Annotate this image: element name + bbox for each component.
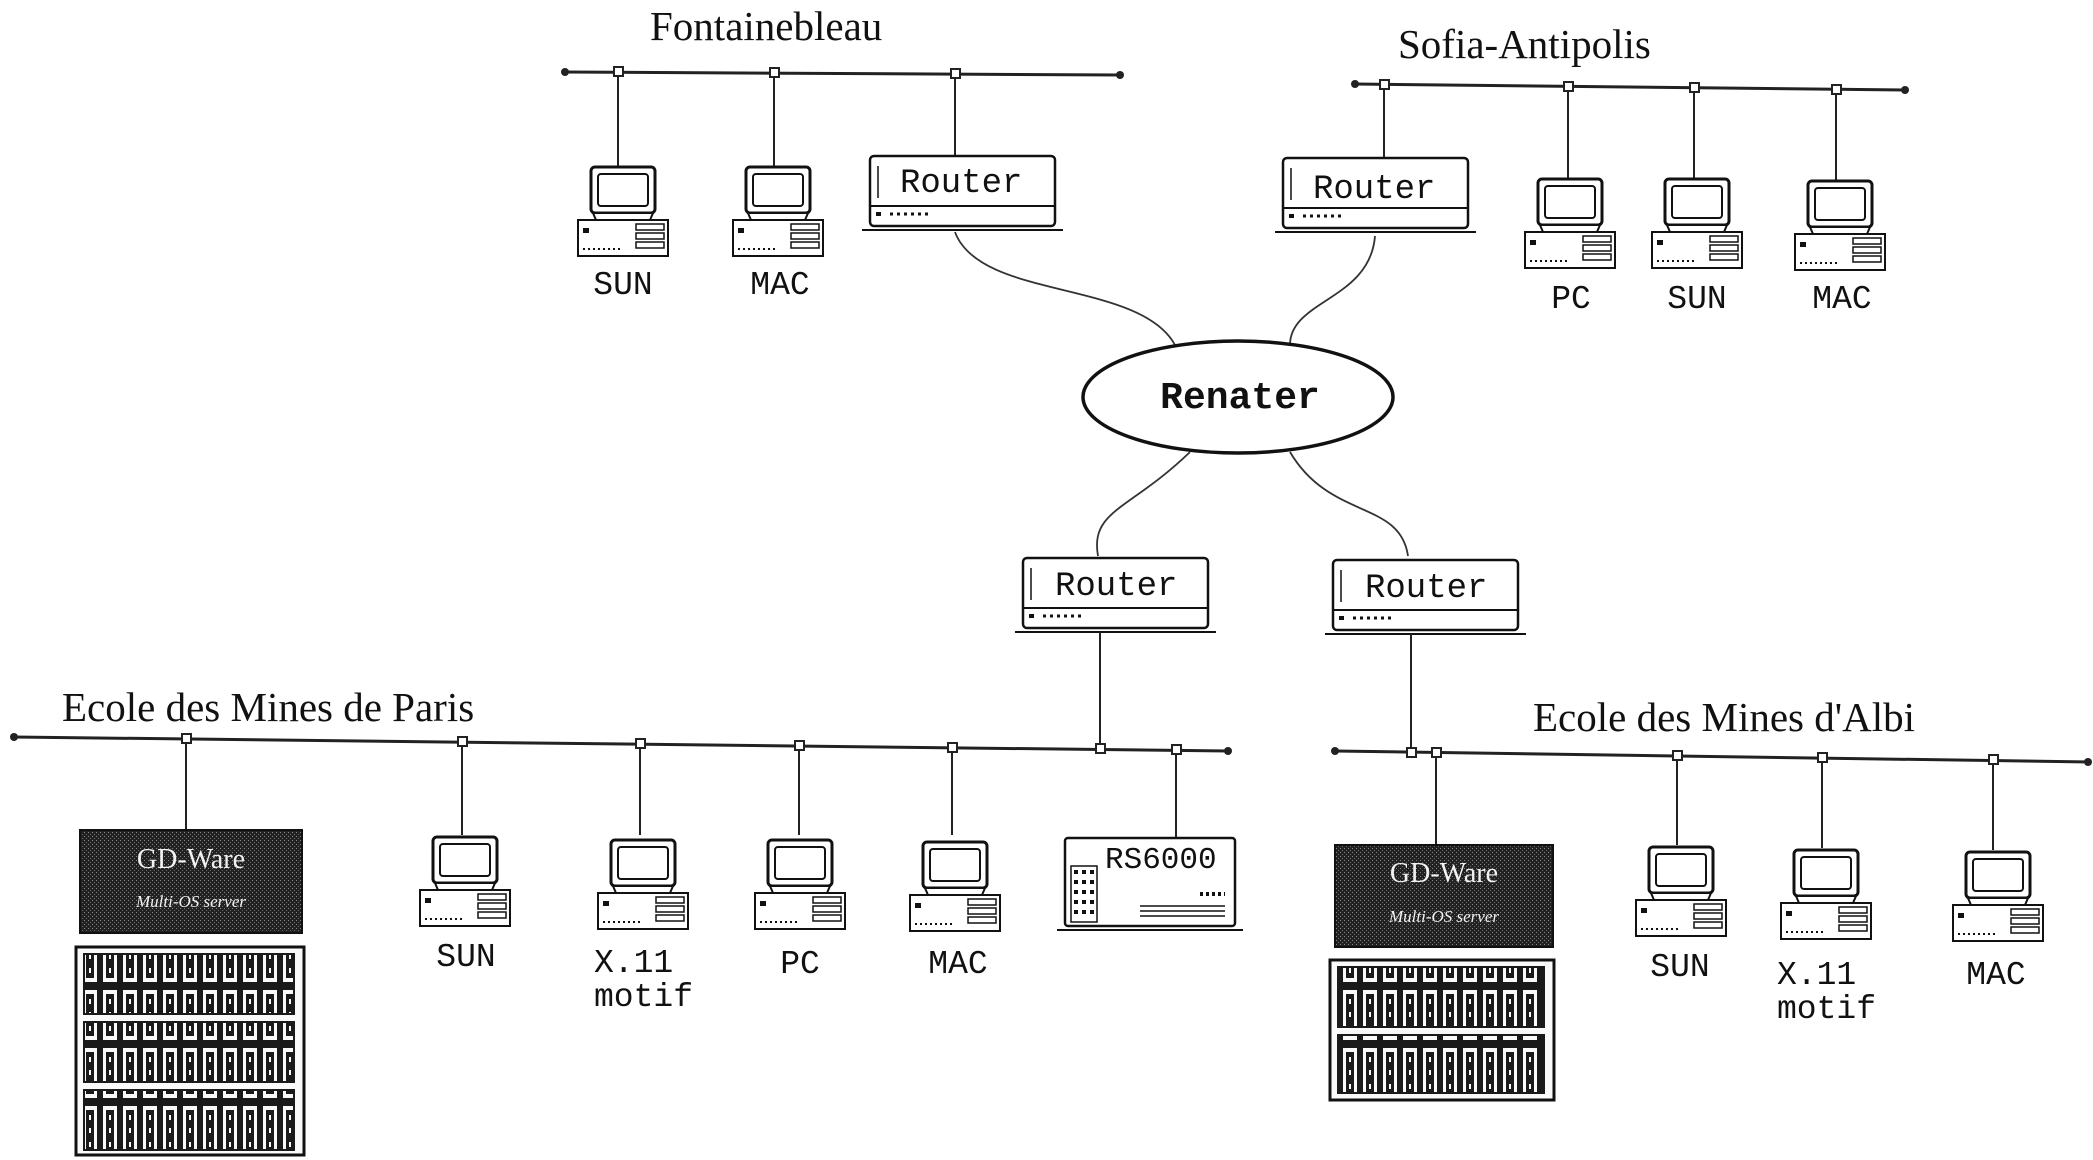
workstation-label: X.11 [1777,957,1856,994]
rs6000-label: RS6000 [1105,843,1217,878]
network-name: Renater [1160,377,1320,420]
computer-icon [418,835,512,928]
gd-ware-server-albi: GD-Ware Multi-OS server [1328,844,1556,1102]
workstation-label: X.11 [594,945,673,982]
computer-icon [1793,179,1887,272]
router-fontainebleau: Router [860,154,1065,232]
router-paris: Router [1013,556,1218,634]
gd-ware-server-paris: GD-Ware Multi-OS server [74,829,306,1157]
lan-bus-paris [13,735,1229,753]
server-description: Multi-OS server [1388,907,1499,926]
server-description: Multi-OS server [135,892,246,911]
workstation-label: SUN [1650,949,1709,986]
workstation-label: MAC [1812,281,1871,318]
computer-icon [1523,177,1617,270]
site-name-albi: Ecole des Mines d'Albi [1533,694,1915,740]
router-label: Router [1365,570,1487,608]
renater-network-cloud [1081,339,1395,455]
workstation-label: motif [1777,991,1876,1028]
computer-icon [1634,845,1728,938]
router-label: Router [900,165,1022,203]
rs6000-server: RS6000 [1057,836,1243,931]
site-name-paris: Ecole des Mines de Paris [62,684,474,730]
site-name-sofia-antipolis: Sofia-Antipolis [1398,21,1651,67]
workstation-label: PC [780,946,820,983]
site-name-fontainebleau: Fontainebleau [650,3,882,49]
router-albi: Router [1323,558,1528,636]
workstation-label: MAC [1966,957,2025,994]
workstation-label: motif [594,979,693,1016]
computer-icon [731,165,825,258]
workstation-label: PC [1551,281,1591,318]
computer-icon [1650,177,1744,270]
computer-icon [1779,848,1873,941]
router-label: Router [1055,568,1177,606]
computer-icon [908,840,1002,933]
server-name: GD-Ware [1390,858,1498,889]
workstation-label: SUN [593,267,652,304]
lan-bus-albi [1334,749,2091,764]
workstation-label: MAC [750,267,809,304]
server-name: GD-Ware [137,844,245,875]
workstation-label: SUN [1667,281,1726,318]
computer-icon [576,165,670,258]
computer-icon [753,838,847,931]
workstation-label: SUN [436,939,495,976]
router-sofia-antipolis: Router [1273,156,1478,234]
computer-icon [596,838,690,931]
lan-bus-sofia-antipolis [1354,82,1906,92]
workstation-label: MAC [928,946,987,983]
lan-bus-fontainebleau [564,70,1121,77]
router-label: Router [1313,171,1435,209]
computer-icon [1951,850,2045,943]
